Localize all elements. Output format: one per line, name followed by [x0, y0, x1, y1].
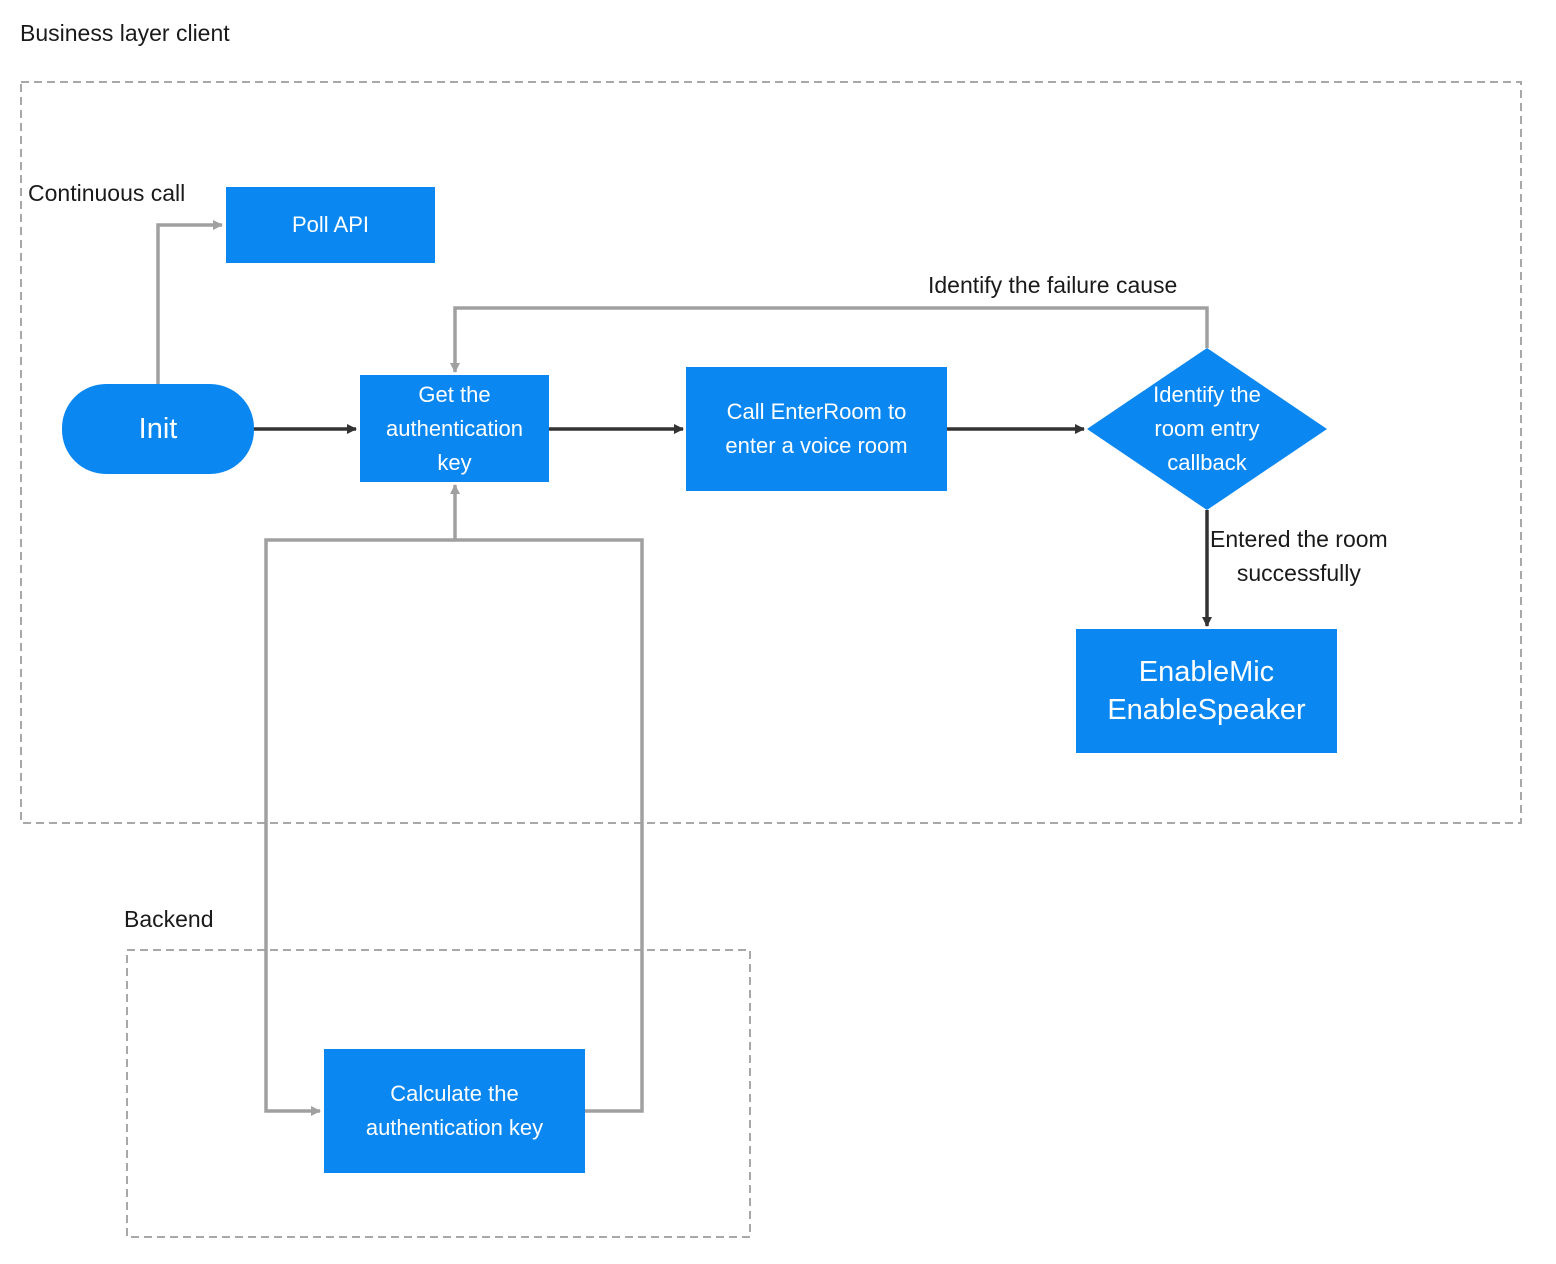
arrow-calc-to-get-key: [450, 484, 644, 1113]
arrow-failure-loop: [450, 306, 1209, 373]
enable-mic-speaker-node: EnableMic EnableSpeaker: [1076, 629, 1337, 753]
success-label: Entered the room successfully: [1210, 526, 1388, 586]
continuous-call-label: Continuous call: [28, 180, 186, 206]
poll-api-node: Poll API: [226, 187, 435, 263]
failure-cause-label: Identify the failure cause: [928, 272, 1178, 298]
get-auth-key-node: Get the authentication key: [360, 375, 549, 482]
client-group-title: Business layer client: [20, 20, 230, 46]
arrow-init-to-poll: [156, 220, 223, 384]
enter-room-node: Call EnterRoom to enter a voice room: [686, 367, 947, 491]
arrow-backend-to-calc: [264, 538, 455, 1116]
calculate-auth-key-node: Calculate the authentication key: [324, 1049, 585, 1173]
identify-decision-diamond: [1087, 348, 1327, 510]
init-node: Init: [62, 384, 254, 474]
backend-group-title: Backend: [124, 906, 214, 932]
identify-callback-text: Identify the room entry callback: [1153, 382, 1261, 475]
client-group-border: [20, 81, 1522, 824]
